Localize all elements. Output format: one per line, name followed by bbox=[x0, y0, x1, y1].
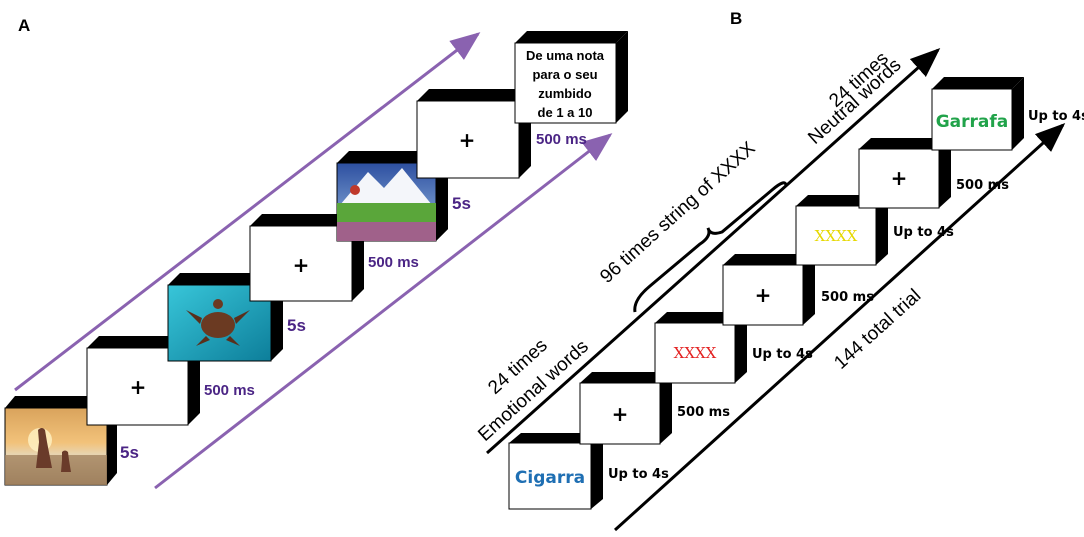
duration-a6: 500 ms bbox=[536, 131, 587, 148]
duration-b7: Up to 4s bbox=[1028, 109, 1084, 124]
prompt-line-3: zumbido bbox=[538, 86, 591, 101]
prompt-line-1: De uma nota bbox=[526, 48, 605, 63]
duration-a1: 5s bbox=[120, 443, 139, 462]
duration-b4: 500 ms bbox=[821, 290, 874, 305]
fixation-cross-a4: + bbox=[293, 253, 310, 277]
fixation-cross-b2: + bbox=[612, 402, 629, 426]
timeline-arrow-b-upper bbox=[486, 48, 941, 455]
string-b3: XXXX bbox=[674, 344, 717, 362]
fixation-cross-b4: + bbox=[755, 283, 772, 307]
duration-b5: Up to 4s bbox=[893, 225, 954, 240]
panel-label-a: A bbox=[18, 16, 30, 35]
frame-a7-prompt bbox=[514, 31, 628, 124]
fixation-cross-b6: + bbox=[891, 166, 908, 190]
prompt-line-4: de 1 a 10 bbox=[538, 105, 593, 120]
fixation-cross-a2: + bbox=[130, 375, 147, 399]
duration-a2: 500 ms bbox=[204, 382, 255, 399]
frame-b7-word bbox=[931, 77, 1024, 151]
duration-b2: 500 ms bbox=[677, 405, 730, 420]
curly-brace bbox=[633, 181, 788, 313]
frame-b5-string bbox=[795, 195, 888, 266]
frame-b2-fixation bbox=[579, 372, 672, 445]
duration-b3: Up to 4s bbox=[752, 347, 813, 362]
timeline-arrow-lower bbox=[154, 133, 613, 490]
timeline-arrow-upper bbox=[14, 32, 481, 392]
person-silhouette bbox=[36, 428, 52, 468]
duration-a5: 5s bbox=[452, 194, 471, 213]
frame-a5-mountain bbox=[336, 151, 448, 242]
turtle-shell bbox=[201, 312, 235, 338]
duration-a4: 500 ms bbox=[368, 254, 419, 271]
word-b1: Cigarra bbox=[515, 468, 585, 488]
duration-b6: 500 ms bbox=[956, 178, 1009, 193]
frame-a1-sunset bbox=[4, 396, 117, 486]
frame-a2-fixation bbox=[86, 336, 200, 426]
panel-label-b: B bbox=[730, 9, 742, 28]
child-silhouette bbox=[61, 450, 71, 472]
word-b7: Garrafa bbox=[936, 112, 1009, 132]
frame-b4-fixation bbox=[722, 254, 815, 326]
duration-a3: 5s bbox=[287, 316, 306, 335]
fixation-cross-a6: + bbox=[459, 128, 476, 152]
tree-icon bbox=[350, 185, 360, 195]
timeline-arrow-b-lower bbox=[613, 122, 1066, 532]
string-b5: XXXX bbox=[815, 227, 858, 245]
frame-b6-fixation bbox=[858, 138, 951, 209]
duration-b1: Up to 4s bbox=[608, 467, 669, 482]
prompt-line-2: para o seu bbox=[532, 67, 597, 82]
